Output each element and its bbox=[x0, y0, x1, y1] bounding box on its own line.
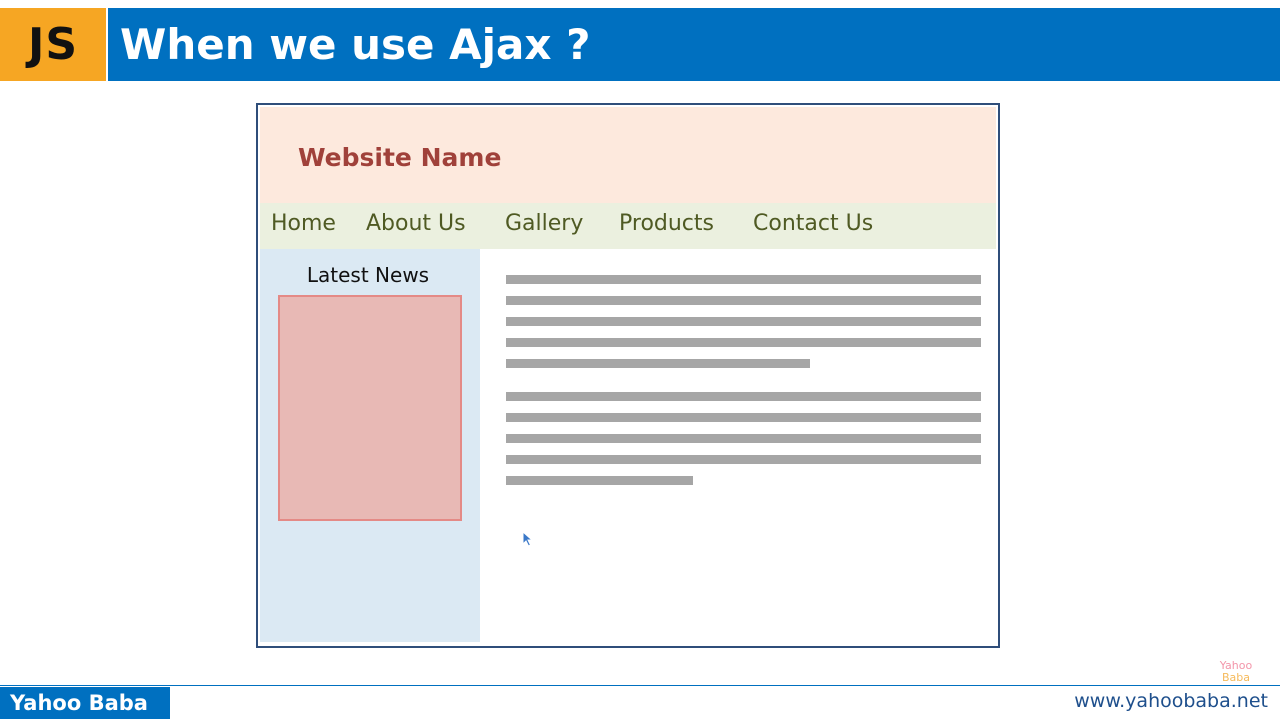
nav-item-contact-us[interactable]: Contact Us bbox=[753, 211, 874, 236]
slide-title: When we use Ajax ? bbox=[120, 20, 591, 69]
text-line-placeholder bbox=[506, 434, 981, 443]
mouse-cursor-icon bbox=[522, 531, 534, 547]
footer-url[interactable]: www.yahoobaba.net bbox=[1074, 690, 1268, 712]
footer-brand: Yahoo Baba bbox=[0, 687, 170, 719]
text-line-placeholder bbox=[506, 338, 981, 347]
watermark-line-2: Baba bbox=[1221, 671, 1250, 684]
text-line-placeholder bbox=[506, 296, 981, 305]
text-line-placeholder bbox=[506, 476, 693, 485]
nav-item-home[interactable]: Home bbox=[271, 211, 336, 236]
yahoobaba-watermark-logo: Yahoo Baba bbox=[1210, 660, 1262, 686]
sidebar-title: Latest News bbox=[306, 263, 430, 287]
text-line-placeholder bbox=[506, 359, 810, 368]
js-logo-text: JS bbox=[27, 19, 79, 70]
website-mockup-frame: Website Name Home About Us Gallery Produ… bbox=[256, 103, 1000, 648]
nav-item-products[interactable]: Products bbox=[619, 211, 714, 236]
sidebar: Latest News bbox=[260, 249, 480, 642]
text-line-placeholder bbox=[506, 392, 981, 401]
text-line-placeholder bbox=[506, 275, 981, 284]
site-name: Website Name bbox=[298, 143, 502, 172]
site-nav: Home About Us Gallery Products Contact U… bbox=[260, 203, 996, 249]
js-logo-badge: JS bbox=[0, 8, 106, 81]
text-line-placeholder bbox=[506, 413, 981, 422]
latest-news-box bbox=[278, 295, 462, 521]
nav-item-about-us[interactable]: About Us bbox=[366, 211, 466, 236]
slide-title-bar: When we use Ajax ? bbox=[108, 8, 1280, 81]
watermark-line-1: Yahoo bbox=[1219, 659, 1253, 672]
nav-item-gallery[interactable]: Gallery bbox=[505, 211, 584, 236]
footer-divider bbox=[0, 685, 1280, 686]
text-line-placeholder bbox=[506, 455, 981, 464]
text-line-placeholder bbox=[506, 317, 981, 326]
site-header: Website Name bbox=[260, 107, 996, 203]
footer-brand-text: Yahoo Baba bbox=[10, 691, 148, 715]
